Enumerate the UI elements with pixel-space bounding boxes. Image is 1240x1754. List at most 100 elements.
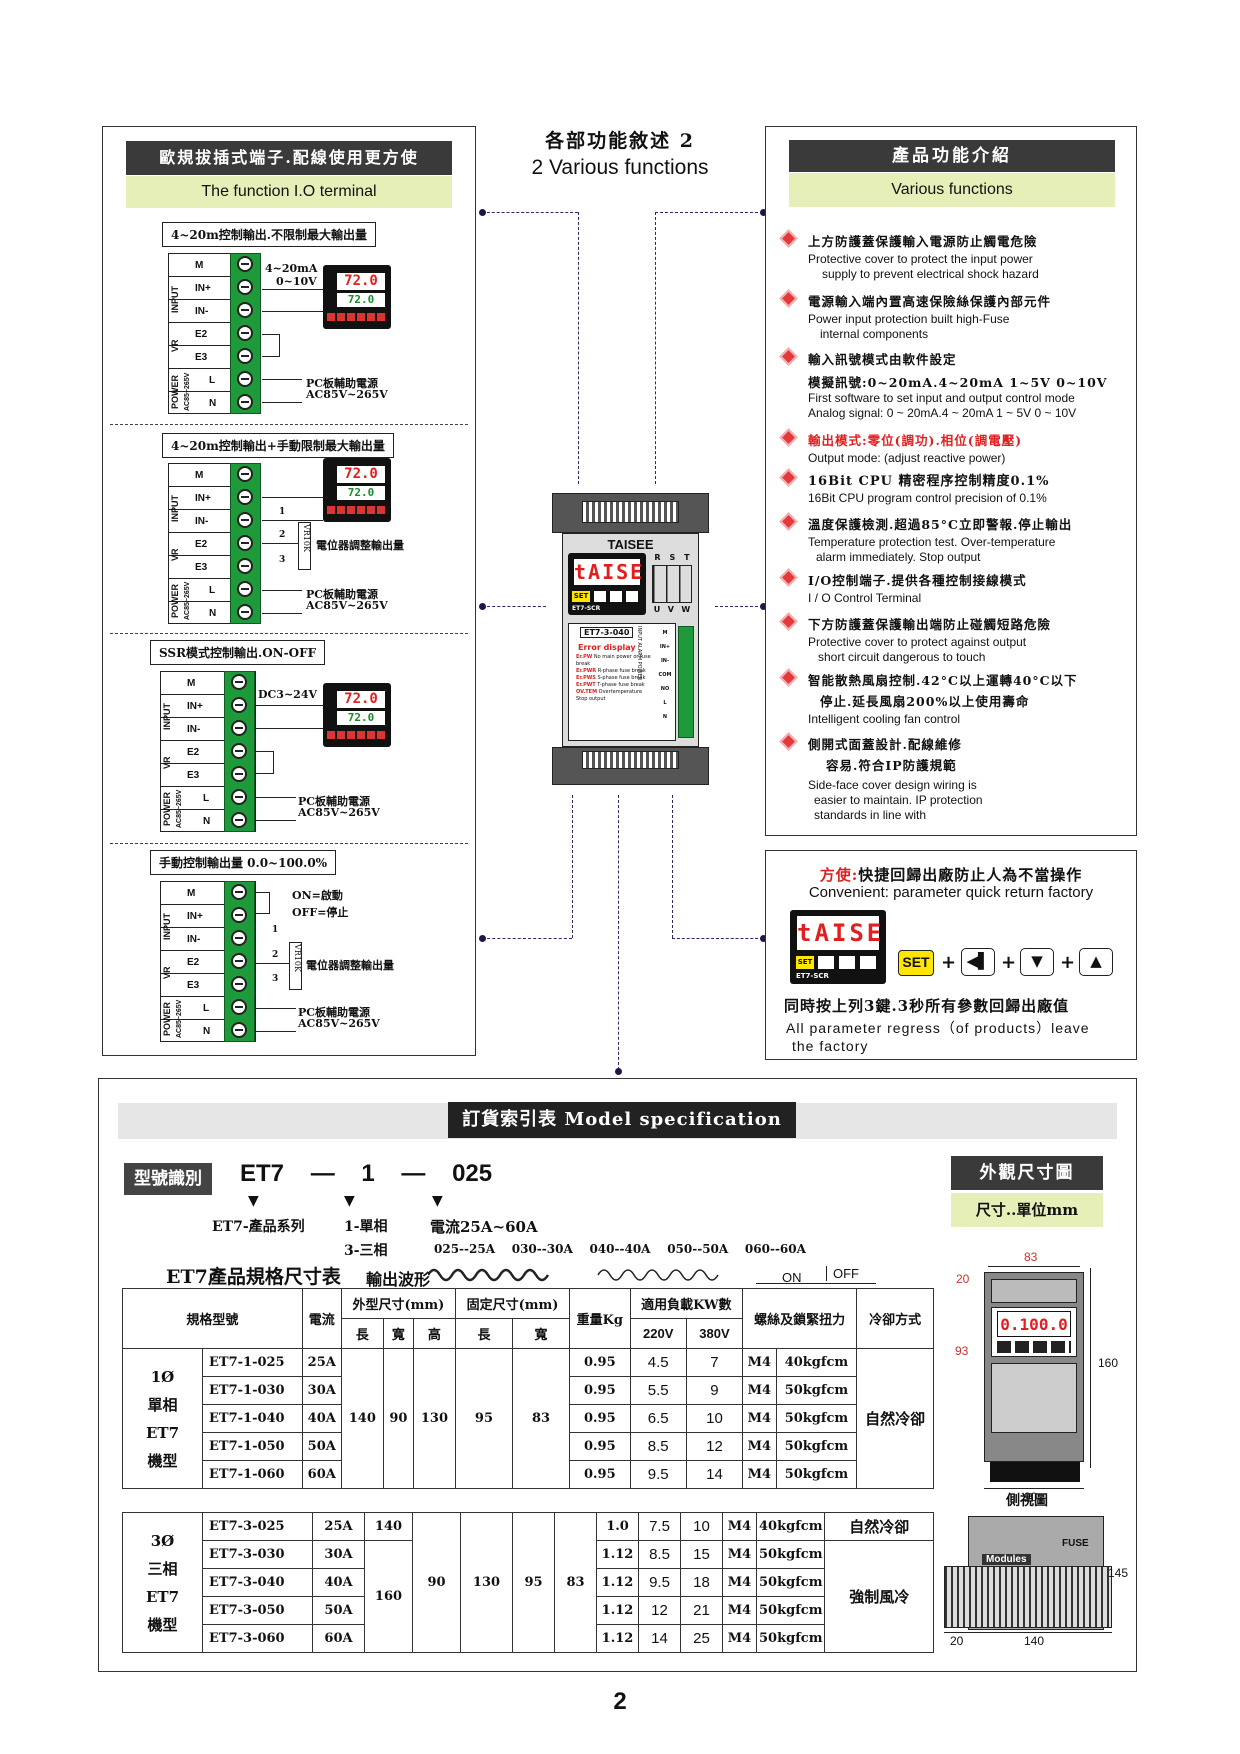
- wire: [262, 289, 323, 290]
- connector-line: [618, 795, 619, 1070]
- side-label-input: INPUT: [162, 913, 172, 941]
- pot-label: VR10K: [293, 944, 302, 972]
- device-keys[interactable]: [594, 591, 640, 602]
- arrow-icon: [256, 797, 296, 798]
- device-bottom-vents: [582, 751, 679, 769]
- device-model-label: ET7-3-040: [580, 627, 634, 638]
- device-scr-symbol: [652, 565, 692, 603]
- center-title-en: 2 Various functions: [531, 156, 709, 179]
- screw-icon: [231, 953, 247, 969]
- screw-icon: [237, 466, 253, 482]
- switch-off-label: OFF=停止: [292, 906, 349, 919]
- term-row-m: M: [169, 254, 255, 277]
- error-title: Error display: [578, 643, 636, 652]
- screw-icon: [231, 907, 247, 923]
- screw-icon: [237, 394, 253, 410]
- right-header-en: Various functions: [789, 173, 1115, 207]
- device-display: tAISE: [574, 559, 645, 585]
- reset-set-key[interactable]: SET: [796, 956, 814, 969]
- dim-line: [944, 1632, 1112, 1633]
- screw-icon: [231, 674, 247, 690]
- device-top-vents: [582, 501, 679, 523]
- current-title: 電流25A~60A: [430, 1218, 538, 1236]
- connector-dot: [479, 935, 486, 942]
- side-label-vr: VR: [162, 756, 172, 770]
- th-220v: 220V: [629, 1318, 687, 1349]
- pot-note: 電位器調整輸出量: [306, 959, 394, 972]
- screw-icon: [231, 999, 247, 1015]
- device-model-tag: ET7-SCR: [572, 605, 601, 612]
- table-row: ET7-3-050 50A 1.12 12 21 M4 50kgfcm: [123, 1596, 934, 1625]
- left-key-button[interactable]: ◀▌: [961, 948, 995, 976]
- jumper: [256, 751, 274, 774]
- device-terminal-strip: [678, 626, 694, 738]
- pot-num-2: 2: [279, 530, 286, 540]
- side-label-ac: AC85~265V: [184, 581, 191, 621]
- connector-dot: [760, 209, 767, 216]
- table-row: ET7-1-060 60A 0.95 9.5 14 M4 50kgfcm: [123, 1460, 934, 1489]
- spec-title: ET7產品規格尺寸表: [166, 1266, 341, 1288]
- section3-caption: SSR模式控制輸出.ON-OFF: [150, 640, 326, 665]
- wire: [256, 705, 323, 706]
- front-view-drawing: 0.100.0: [984, 1272, 1084, 1462]
- waveform-label: 輸出波形: [366, 1270, 431, 1289]
- connector-line: [655, 212, 656, 484]
- pot-num-3: 3: [279, 555, 286, 565]
- center-title: 各部功能敘述 2 2 Various functions: [500, 126, 740, 180]
- connector-dot: [615, 1068, 622, 1075]
- front-view-keys: [997, 1341, 1071, 1353]
- plus-sign: +: [941, 952, 957, 973]
- reset-instruction-en1: All parameter regress（of products）leave: [786, 1020, 1090, 1036]
- table-row: ET7-3-060 60A 1.12 14 25 M4 50kgfcm: [123, 1624, 934, 1653]
- side-label-vr: VR: [170, 339, 180, 353]
- convenient-en: Convenient: parameter quick return facto…: [808, 884, 1094, 901]
- side-view-fuse: FUSE: [1062, 1538, 1089, 1549]
- front-view-display: 0.100.0: [997, 1311, 1071, 1337]
- up-key-button[interactable]: ▲: [1079, 948, 1113, 976]
- dim-inner: 93: [955, 1344, 969, 1358]
- reset-controller: tAISE SET ET7-SCR: [790, 910, 886, 984]
- front-view-bottom: [991, 1363, 1077, 1433]
- down-arrow-icon: ▼: [1031, 952, 1043, 970]
- pot-num-2: 2: [272, 950, 279, 960]
- side-label-input: INPUT: [170, 286, 180, 314]
- th-screw: 螺絲及鎖緊扭力: [742, 1288, 858, 1349]
- connector-line: [655, 212, 763, 213]
- right-panel: [765, 126, 1137, 836]
- reset-model-tag: ET7-SCR: [796, 972, 829, 980]
- wire: [256, 963, 289, 964]
- th-outer: 外型尺寸(mm): [340, 1288, 456, 1319]
- front-view-top: [991, 1279, 1077, 1303]
- feature-9: 智能散熱風扇控制.42°C以上運轉40°C以下 停止.延長風扇200%以上使用壽…: [779, 668, 1138, 727]
- signal-label: 4~20mA: [265, 262, 318, 275]
- device-set-key[interactable]: SET: [572, 591, 590, 602]
- section2-caption: 4~20m控制輸出+手動限制最大輸出量: [162, 433, 394, 458]
- on-off-waveform: [756, 1268, 876, 1284]
- right-header-zh: 產品功能介紹: [789, 140, 1115, 172]
- connector-dot: [760, 935, 767, 942]
- wire: [262, 543, 298, 544]
- aux-power-note: PC板輔助電源: [298, 1006, 371, 1019]
- device-side-groups: INPUT ALARM POWER: [636, 626, 642, 681]
- wire: [262, 520, 323, 521]
- screw-icon: [231, 884, 247, 900]
- side-label-power: POWER: [170, 374, 180, 409]
- reset-instruction-zh: 同時按上列3鍵.3秒所有參數回歸出廠值: [784, 997, 1070, 1015]
- side-view-modules: Modules: [982, 1554, 1031, 1565]
- screw-icon: [237, 558, 253, 574]
- screw-icon: [237, 489, 253, 505]
- th-current: 電流: [301, 1288, 342, 1349]
- arrow-down-icon: ▼: [344, 1193, 355, 1209]
- set-button[interactable]: SET: [898, 950, 934, 976]
- off-label: OFF: [826, 1266, 859, 1281]
- reset-keys[interactable]: [818, 956, 880, 969]
- device-brand: TAISEE: [607, 537, 654, 552]
- down-key-button[interactable]: ▼: [1020, 948, 1054, 976]
- dim-top-left: 20: [956, 1272, 970, 1286]
- feature-8: 下方防護蓋保護輸出端防止碰觸短路危險 Protective cover to p…: [779, 612, 1138, 665]
- th-model: 規格型號: [122, 1288, 303, 1349]
- aux-power-voltage: AC85V~265V: [298, 806, 380, 819]
